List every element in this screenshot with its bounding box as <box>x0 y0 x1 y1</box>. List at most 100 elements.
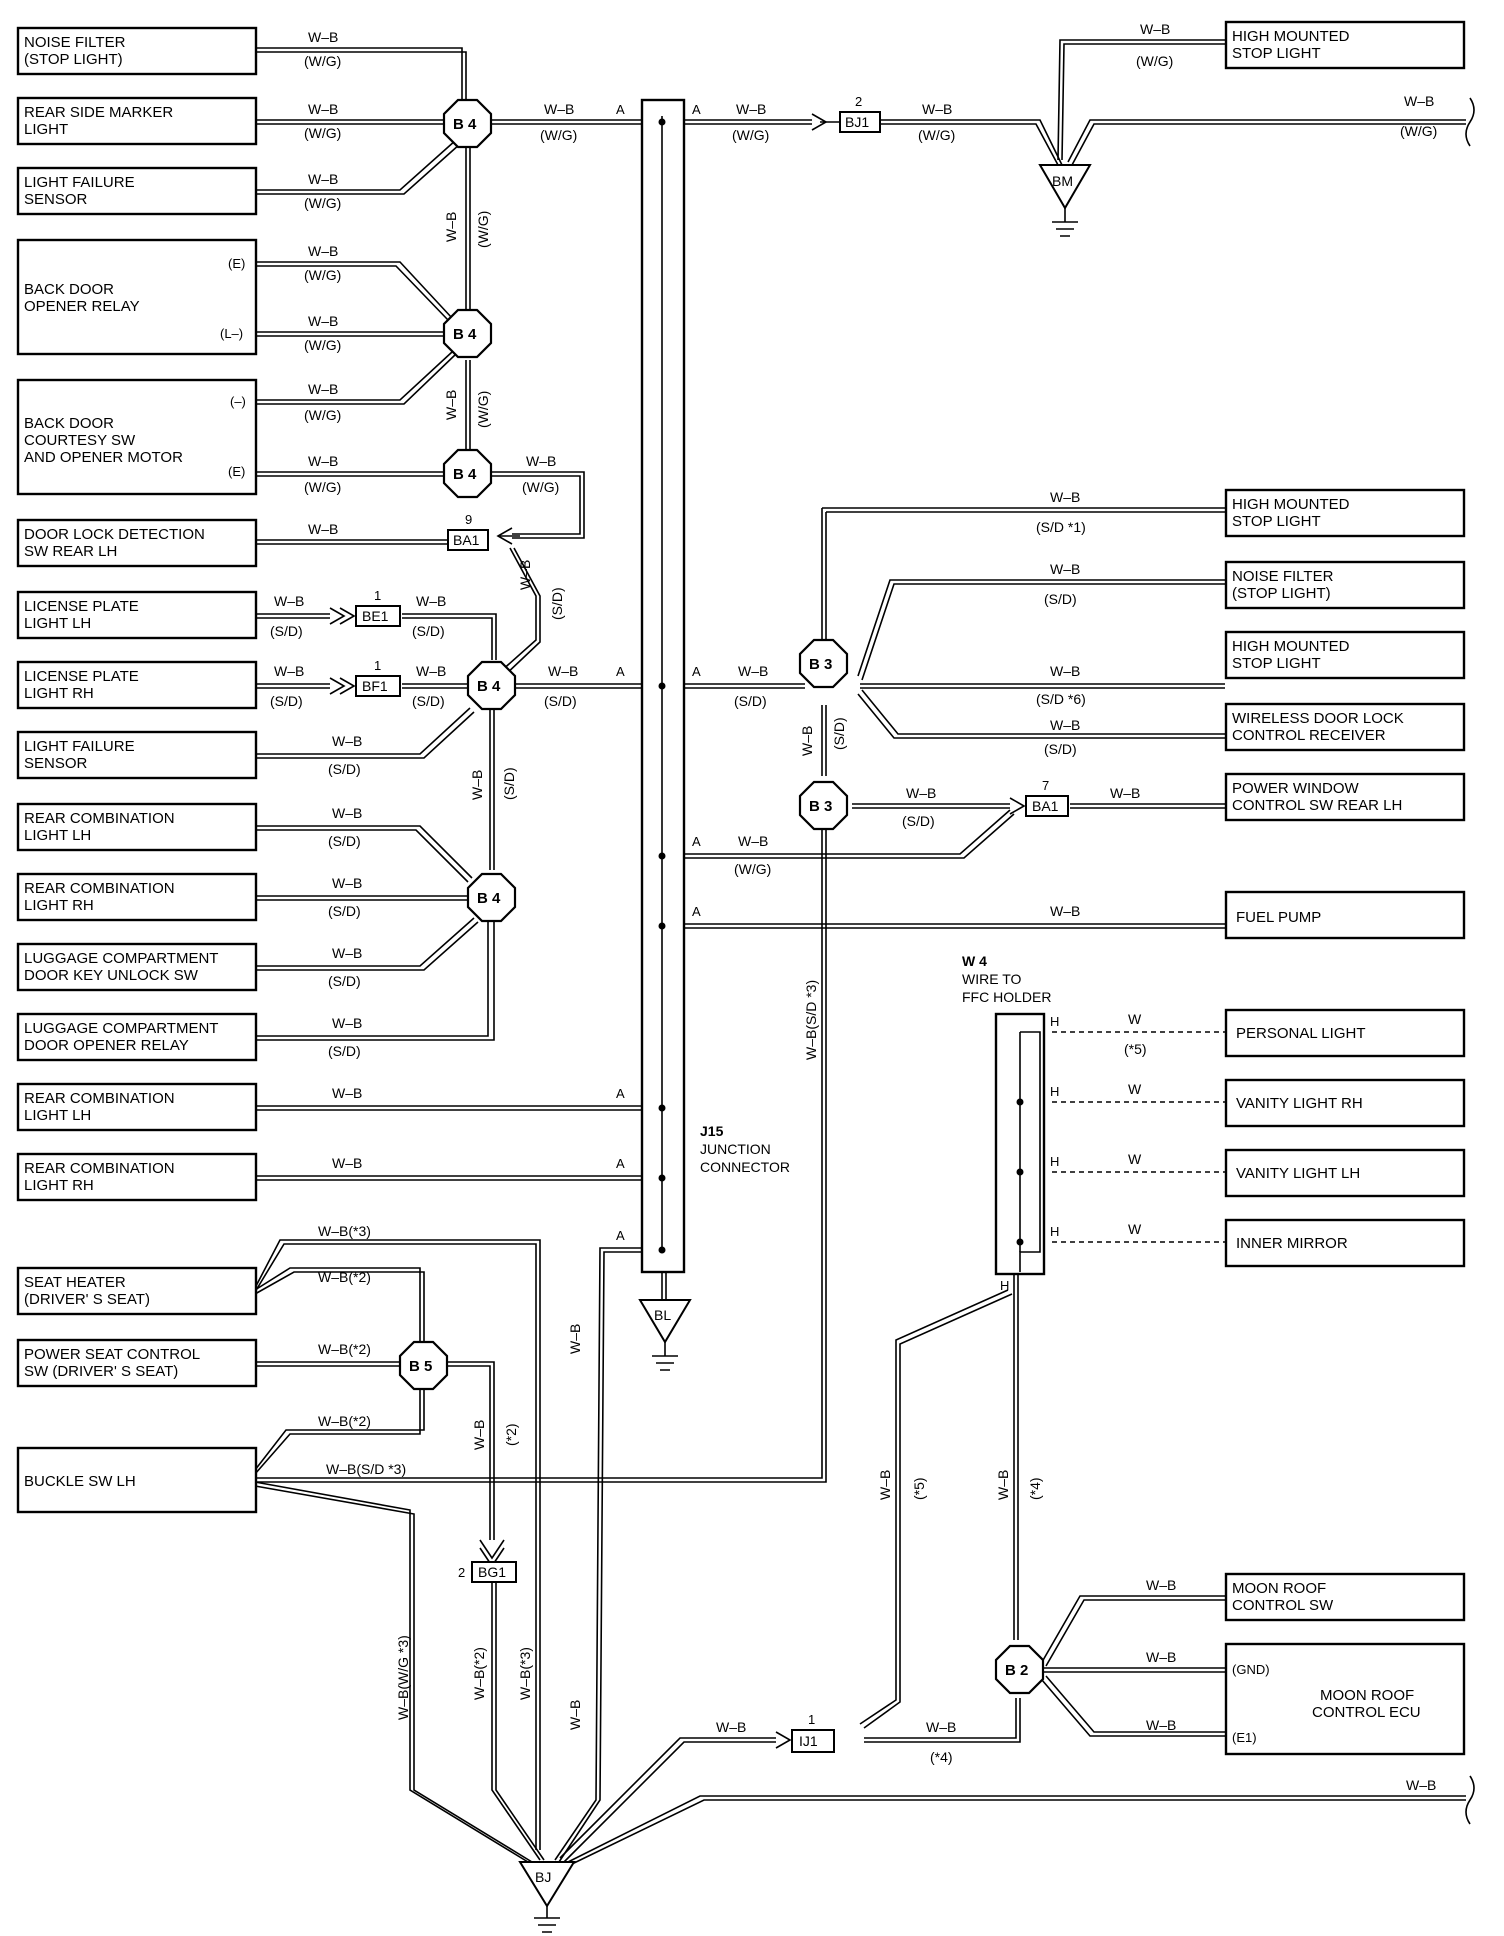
svg-text:BJ1: BJ1 <box>845 114 869 130</box>
svg-text:CONTROL ECU: CONTROL ECU <box>1312 1704 1421 1721</box>
svg-text:W–B: W–B <box>416 663 446 679</box>
svg-text:W: W <box>1128 1081 1142 1097</box>
svg-text:W–B(*3): W–B(*3) <box>517 1647 533 1700</box>
box-vanity-lh: VANITY LIGHT LH <box>1224 1148 1466 1198</box>
junction-blocks: BJ1 2 BA1 9 BE1 1 BF1 1 BA1 7 BG1 2 IJ1 … <box>355 94 1069 1753</box>
svg-text:REAR SIDE MARKER: REAR SIDE MARKER <box>24 104 173 121</box>
box-license-rh: LICENSE PLATE LIGHT RH <box>16 660 258 710</box>
svg-text:W–B: W–B <box>332 1085 362 1101</box>
svg-text:B 5: B 5 <box>409 1358 432 1375</box>
box-moon-roof-sw: MOON ROOF CONTROL SW <box>1224 1572 1466 1622</box>
right-components: HIGH MOUNTED STOP LIGHT HIGH MOUNTED STO… <box>1224 20 1466 1756</box>
splice-b4-3: B 4 <box>442 448 493 499</box>
svg-text:(W/G): (W/G) <box>522 479 559 495</box>
svg-text:1: 1 <box>374 588 381 603</box>
svg-text:HIGH MOUNTED: HIGH MOUNTED <box>1232 28 1350 45</box>
svg-text:W–B: W–B <box>926 1719 956 1735</box>
svg-text:W–B(*3): W–B(*3) <box>318 1223 371 1239</box>
svg-text:W–B: W–B <box>738 833 768 849</box>
svg-text:W–B: W–B <box>332 1015 362 1031</box>
svg-text:BACK DOOR: BACK DOOR <box>24 281 114 298</box>
svg-text:A: A <box>692 904 701 919</box>
svg-text:LIGHT LH: LIGHT LH <box>24 827 91 844</box>
svg-text:LIGHT FAILURE: LIGHT FAILURE <box>24 738 135 755</box>
svg-text:W–B: W–B <box>1140 21 1170 37</box>
svg-text:W–B(S/D *3): W–B(S/D *3) <box>803 980 819 1060</box>
splices: B 4 B 4 B 4 B 4 B 4 B 3 B 3 B 5 B 2 <box>398 98 1045 1695</box>
svg-text:(DRIVER' S SEAT): (DRIVER' S SEAT) <box>24 1291 150 1308</box>
svg-text:W–B: W–B <box>736 101 766 117</box>
svg-text:W–B: W–B <box>1050 903 1080 919</box>
svg-text:W–B: W–B <box>567 1324 583 1354</box>
svg-text:LIGHT FAILURE: LIGHT FAILURE <box>24 174 135 191</box>
svg-text:VANITY LIGHT LH: VANITY LIGHT LH <box>1236 1165 1360 1182</box>
svg-text:NOISE FILTER: NOISE FILTER <box>24 34 126 51</box>
w4-pin-h4: H <box>1050 1224 1059 1239</box>
svg-text:SW (DRIVER' S SEAT): SW (DRIVER' S SEAT) <box>24 1363 178 1380</box>
svg-text:LIGHT LH: LIGHT LH <box>24 1107 91 1124</box>
svg-text:(S/D): (S/D) <box>902 813 935 829</box>
svg-text:INNER MIRROR: INNER MIRROR <box>1236 1235 1348 1252</box>
box-door-lock-detect: DOOR LOCK DETECTION SW REAR LH <box>16 518 258 568</box>
svg-text:(S/D): (S/D) <box>412 623 445 639</box>
svg-text:W–B(*2): W–B(*2) <box>471 1647 487 1700</box>
jb-be1: BE1 1 <box>355 588 401 627</box>
box-power-seat: POWER SEAT CONTROL SW (DRIVER' S SEAT) <box>16 1338 258 1388</box>
svg-text:(S/D): (S/D) <box>328 973 361 989</box>
svg-text:W–B: W–B <box>469 770 485 800</box>
svg-text:A: A <box>692 664 701 679</box>
w4-label-2: FFC HOLDER <box>962 989 1051 1005</box>
svg-text:(S/D *6): (S/D *6) <box>1036 691 1086 707</box>
svg-text:VANITY LIGHT RH: VANITY LIGHT RH <box>1236 1095 1363 1112</box>
svg-text:BE1: BE1 <box>362 608 389 624</box>
svg-text:PERSONAL LIGHT: PERSONAL LIGHT <box>1236 1025 1365 1042</box>
svg-text:W–B: W–B <box>332 733 362 749</box>
svg-text:W–B: W–B <box>517 560 533 590</box>
jb-bg1: BG1 2 <box>458 1561 517 1583</box>
svg-text:(*2): (*2) <box>503 1423 519 1446</box>
svg-text:BJ: BJ <box>535 1869 551 1885</box>
box-noise-filter-left: NOISE FILTER (STOP LIGHT) <box>16 26 258 76</box>
svg-text:LUGGAGE COMPARTMENT: LUGGAGE COMPARTMENT <box>24 950 218 967</box>
svg-text:(W/G): (W/G) <box>304 125 341 141</box>
box-hmsl-2: HIGH MOUNTED STOP LIGHT <box>1224 488 1466 538</box>
break-marks <box>1465 97 1475 1825</box>
svg-text:(W/G): (W/G) <box>732 127 769 143</box>
splice-b3-1: B 3 <box>798 638 849 689</box>
svg-text:W–B: W–B <box>332 805 362 821</box>
svg-text:(W/G): (W/G) <box>304 407 341 423</box>
svg-text:OPENER RELAY: OPENER RELAY <box>24 298 140 315</box>
svg-text:HIGH MOUNTED: HIGH MOUNTED <box>1232 496 1350 513</box>
svg-text:(*4): (*4) <box>930 1749 953 1765</box>
svg-text:(S/D): (S/D) <box>328 761 361 777</box>
box-hmsl-1: HIGH MOUNTED STOP LIGHT <box>1224 20 1466 70</box>
svg-text:(E1): (E1) <box>1232 1730 1257 1745</box>
svg-text:(E): (E) <box>228 256 245 271</box>
connector-w4: W 4 WIRE TO FFC HOLDER H H H H H <box>962 953 1059 1293</box>
svg-text:1: 1 <box>374 658 381 673</box>
svg-text:(W/G): (W/G) <box>475 211 491 248</box>
box-personal-light: PERSONAL LIGHT <box>1224 1008 1466 1058</box>
svg-text:BG1: BG1 <box>478 1564 506 1580</box>
svg-text:B 4: B 4 <box>477 678 501 695</box>
svg-text:W–B: W–B <box>308 521 338 537</box>
jb-bj1: BJ1 2 <box>839 94 881 133</box>
svg-text:DOOR OPENER RELAY: DOOR OPENER RELAY <box>24 1037 189 1054</box>
svg-text:W–B: W–B <box>995 1470 1011 1500</box>
svg-text:W–B: W–B <box>308 313 338 329</box>
svg-text:W–B: W–B <box>308 381 338 397</box>
box-light-failure-1: LIGHT FAILURE SENSOR <box>16 166 258 216</box>
svg-text:(W/G): (W/G) <box>304 195 341 211</box>
svg-text:CONTROL SW: CONTROL SW <box>1232 1597 1334 1614</box>
svg-text:DOOR LOCK DETECTION: DOOR LOCK DETECTION <box>24 526 205 543</box>
svg-text:W–B(S/D *3): W–B(S/D *3) <box>326 1461 406 1477</box>
svg-text:(S/D): (S/D) <box>412 693 445 709</box>
svg-text:AND OPENER MOTOR: AND OPENER MOTOR <box>24 449 183 466</box>
svg-text:REAR COMBINATION: REAR COMBINATION <box>24 1160 175 1177</box>
box-buckle: BUCKLE SW LH <box>16 1446 258 1514</box>
svg-text:W–B: W–B <box>1050 663 1080 679</box>
svg-text:SENSOR: SENSOR <box>24 755 88 772</box>
svg-text:REAR COMBINATION: REAR COMBINATION <box>24 880 175 897</box>
j15-label-1: JUNCTION <box>700 1141 771 1157</box>
svg-text:(S/D): (S/D) <box>734 693 767 709</box>
